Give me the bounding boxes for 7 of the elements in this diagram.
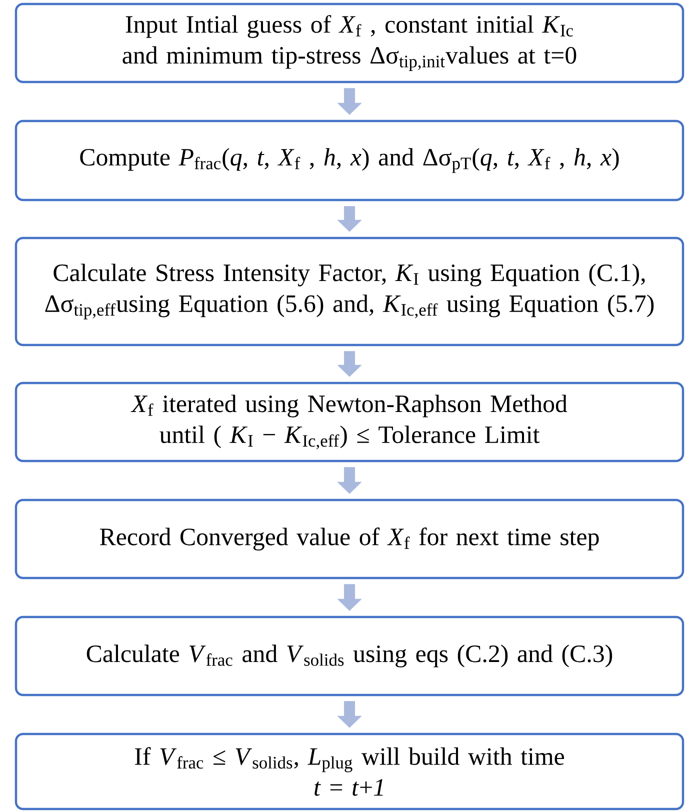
process-box: If V$_{frac}$ ≤ V$_{solids}$, L$_{plug}$ will build with time t = t+1 — [14, 732, 684, 810]
process-box: Compute P$_{frac}$(q, t, X$_{f}$ , h, x) and Δσ$_{pT}$(q, t, X$_{f}$ , h, x) — [14, 120, 684, 202]
process-box: Input Intial guess of X$_{f}$ , constant initial K$_{Ic}$ and minimum tip-stress Δσ$_{tip,init}$values at t=0 — [14, 2, 684, 84]
process-box: Calculate V$_{frac}$ and V$_{solids}$ using eqs (C.2) and (C.3) — [14, 616, 684, 696]
process-box: Record Converged value of X$_{f}$ for next time step — [14, 498, 684, 580]
process-box: X$_{f}$ iterated using Newton-Raphson Method until ( K$_{I}$ − K$_{Ic,eff}$) ≤ Tolerance Limit — [14, 382, 684, 462]
process-box: Calculate Stress Intensity Factor, K$_{I}$ using Equation (C.1), Δσ$_{tip,eff}$using Equation (5.6) and, K$_{Ic,eff}$ using Equation (5.7) — [14, 236, 684, 346]
